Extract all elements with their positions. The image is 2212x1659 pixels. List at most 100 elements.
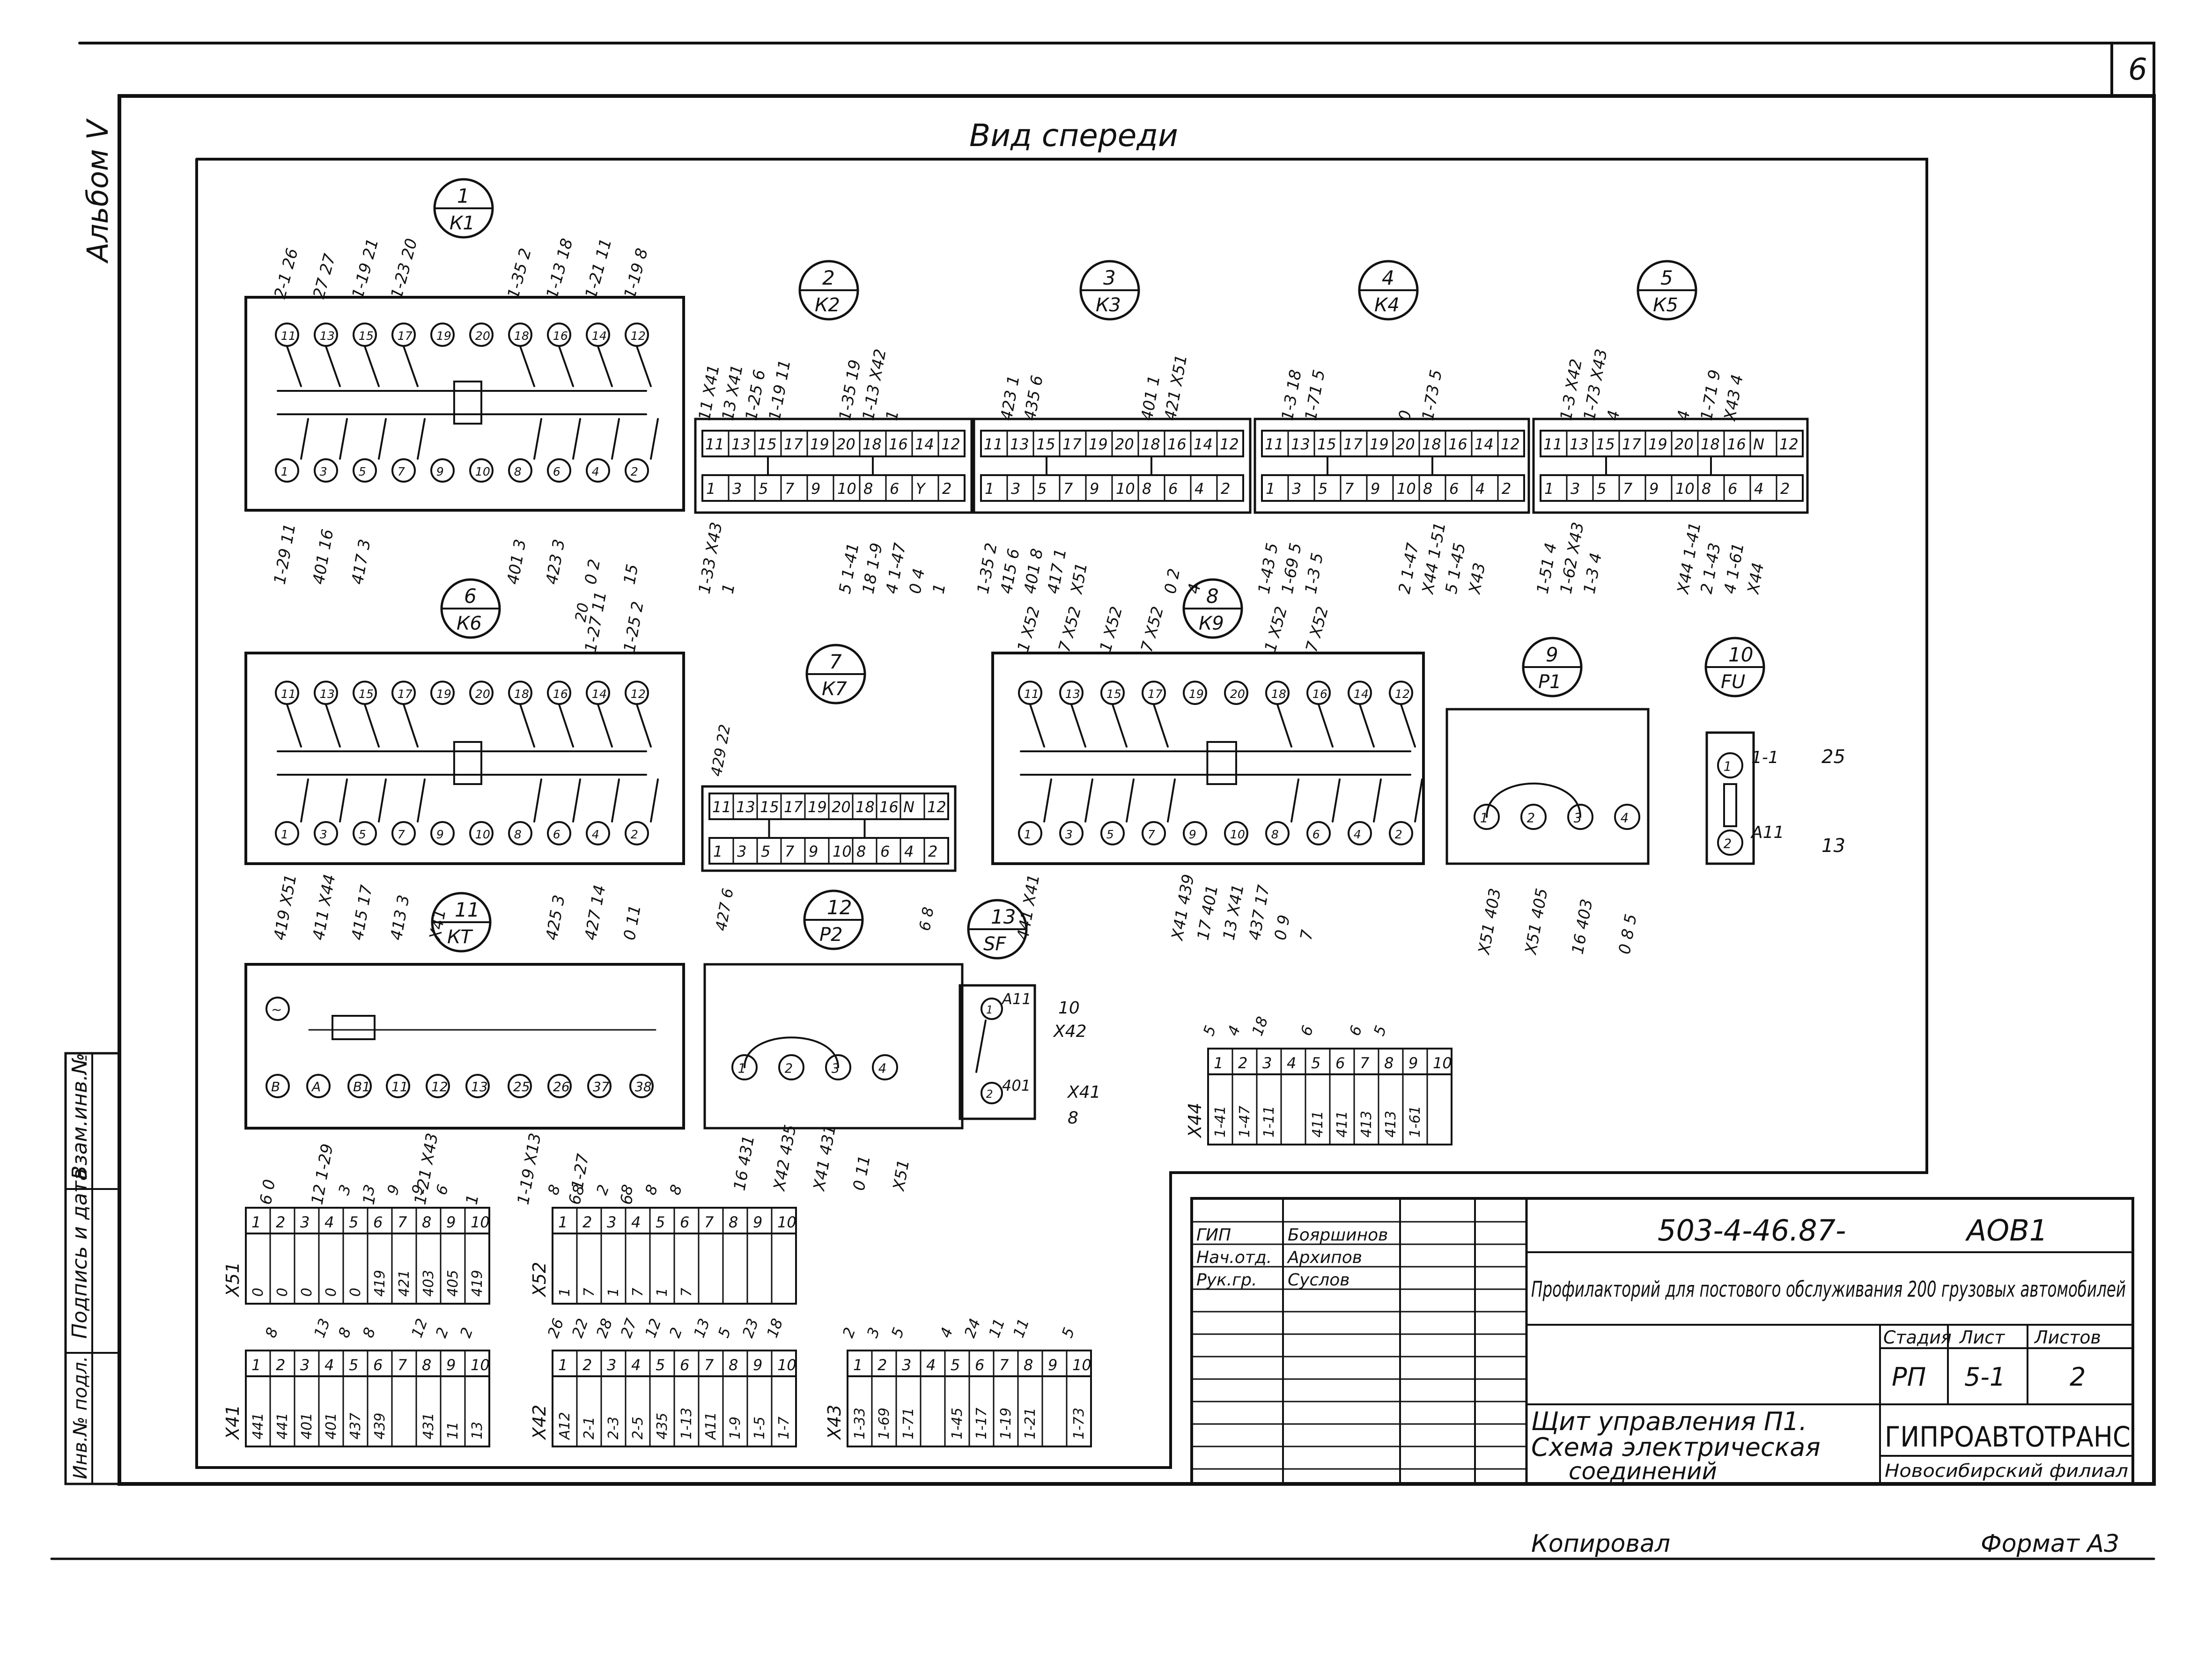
strip-value: 413	[1358, 1111, 1375, 1138]
kt-terminal-6	[426, 1074, 450, 1098]
k1-bottom-wire-label: 401 3	[503, 538, 530, 586]
k6-bottom-terminal-label: 3	[320, 828, 327, 841]
k1-bottom-wire-label: 0 2	[581, 558, 604, 586]
relay-k7-top-cell: N	[903, 798, 914, 816]
strip-column-number: 10	[471, 1356, 490, 1374]
relay-k4-top-cell: 20	[1396, 435, 1415, 453]
k6-bottom-terminal-label: 2	[631, 828, 638, 841]
relay-k5-bottom-wire-label: 1-3 4	[1580, 551, 1606, 595]
sf-switch	[975, 1020, 987, 1073]
relay-k5-bottom-cell: 2	[1780, 480, 1790, 498]
strip-column-number: 8	[729, 1213, 738, 1231]
relay-k2-body	[694, 418, 973, 514]
strip-top-wire: 22	[568, 1316, 592, 1340]
relay-k4-top-cell: 17	[1343, 435, 1363, 453]
relay-k2-top-wire-label: 1-19 11	[765, 358, 794, 422]
p2-wire-label: 16 431	[730, 1134, 758, 1192]
k1-bottom-terminal-label: 2	[631, 465, 638, 478]
sheet-value: 5-1	[1964, 1362, 2006, 1392]
strip-top-wire: 13	[310, 1316, 334, 1340]
k1-contact	[650, 418, 659, 460]
relay-k5-bottom-cell: 7	[1623, 480, 1633, 498]
drawing-title-2: Схема электрическая	[1531, 1432, 1821, 1462]
relay-k2-bottom-cell: 2	[942, 480, 951, 498]
relay-k2-bottom-wire-label: 4 1-47	[882, 541, 909, 595]
strip-top-wire: 8	[335, 1325, 355, 1340]
relay-k3-bottom-cell: 9	[1090, 480, 1099, 498]
relay-k4-top-cell: 13	[1291, 435, 1310, 453]
device-badge-6: 6К6	[440, 578, 501, 639]
k6-contact	[611, 778, 620, 822]
drawing-title-3: соединений	[1569, 1458, 1717, 1485]
device-badge-3: 3К3	[1079, 260, 1140, 321]
fu-element	[1723, 783, 1737, 827]
margin-stamp-signature: Подпись и дата	[68, 1168, 92, 1339]
k1-contact	[300, 418, 309, 460]
kt-terminal-2	[265, 1074, 290, 1098]
strip-column-number: 10	[1433, 1054, 1452, 1072]
k6-top-terminal-label: 14	[592, 687, 607, 701]
strip-top-wire: 12	[641, 1316, 665, 1340]
title-role: ГИП	[1196, 1226, 1231, 1245]
strip-column-number: 2	[1238, 1054, 1247, 1072]
format-label: Формат А3	[1981, 1530, 2119, 1558]
k6-bottom-wire-label: 0 11	[620, 903, 645, 941]
k6-bottom-wire-label: 415 17	[348, 883, 376, 941]
strip-top-wire: 27	[617, 1316, 641, 1340]
badge-number: 10	[1728, 643, 1753, 666]
relay-k5-top-cell: 15	[1596, 435, 1615, 453]
strip-value: 1-5	[752, 1417, 768, 1439]
relay-k7-bottom-cell: 7	[785, 843, 795, 860]
kt-terminal-label: 13	[471, 1079, 488, 1094]
device-badge-5: 5К5	[1637, 260, 1697, 321]
k1-bottom-terminal-label: 10	[475, 465, 490, 478]
strip-value: 0	[299, 1288, 315, 1297]
k1-contact	[378, 418, 387, 460]
k1-top-wire-label: 1-13 18	[543, 236, 577, 301]
strip-top-wire: 11	[1010, 1316, 1033, 1340]
relay-k2-bottom-cell: 7	[785, 480, 795, 498]
k1-bottom-terminal-10	[625, 458, 649, 483]
strip-label: X42	[529, 1405, 550, 1440]
k6-bottom-terminal-label: 10	[475, 828, 490, 841]
k9-contact	[1276, 704, 1292, 748]
fu-1-terminal-label: 1	[1724, 760, 1732, 774]
k9-bottom-terminal-label: 1	[1024, 828, 1032, 841]
strip-value: 419	[469, 1270, 486, 1297]
kt-terminal-label: 26	[553, 1079, 570, 1094]
k1-top-terminal-label: 14	[592, 329, 607, 343]
relay-k2-bottom-cell: 1	[706, 480, 715, 498]
title-role: Нач.отд.	[1196, 1248, 1272, 1267]
relay-k5-body	[1532, 418, 1809, 514]
strip-value: 1-69	[876, 1408, 892, 1439]
k6-contact	[519, 704, 535, 748]
organization: ГИПРОАВТОТРАНС	[1885, 1421, 2131, 1453]
badge-number: 2	[822, 266, 835, 289]
k6-bottom-terminal-3	[353, 821, 377, 845]
relay-k2-bottom-wire-label: 1	[929, 582, 949, 595]
sf-wire: 8	[1068, 1108, 1078, 1128]
device-badge-2: 2К2	[798, 260, 859, 321]
p1-terminal-4	[1614, 804, 1640, 830]
strip-column-number: 7	[398, 1356, 407, 1374]
device-badge-9: 9Р1	[1522, 637, 1583, 697]
k6-contact	[378, 778, 387, 822]
contact-symbols	[277, 345, 1737, 1073]
k1-top-wire-label: 1-19 21	[348, 236, 383, 301]
k1-top-wire-label: 27 27	[310, 252, 339, 301]
strip-value: 1-13	[678, 1408, 695, 1439]
title-name: Бояршинов	[1288, 1226, 1388, 1245]
k6-contact	[417, 778, 426, 822]
relay-k7-bottom-cell: 8	[856, 843, 866, 860]
k6-bottom-terminal-label: 5	[359, 828, 366, 841]
badge-number: 13	[991, 905, 1016, 928]
strip-column-number: 1	[558, 1213, 568, 1231]
strip-label: X51	[222, 1262, 243, 1298]
k9-bottom-wire-label: 7	[1297, 928, 1317, 942]
strip-column-number: 1	[853, 1356, 863, 1374]
p1-terminal-label: 2	[1527, 811, 1535, 826]
relay-k3-bottom-wire-label: 417 1	[1044, 547, 1070, 595]
kt-terminal-label: 37	[593, 1079, 610, 1094]
